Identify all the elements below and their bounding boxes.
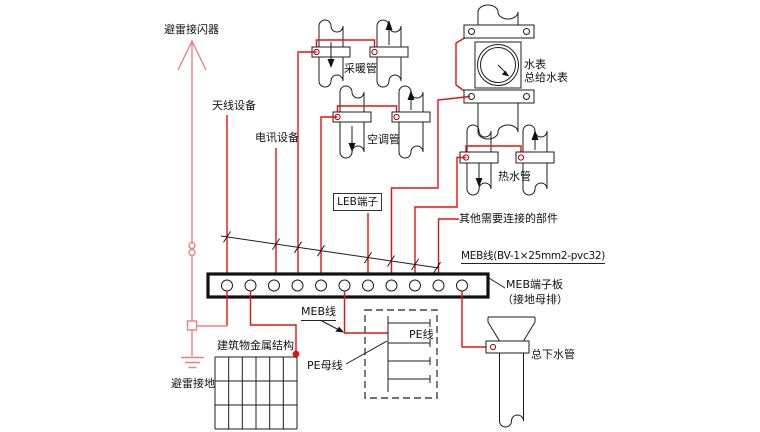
label-building-metal-structure: 建筑物金属结构 <box>217 339 294 352</box>
board-label-leader <box>488 277 506 289</box>
heating-pipes-symbol <box>297 19 409 280</box>
meb-wire-leader <box>321 320 344 333</box>
label-ac-pipe: 空调管 <box>367 133 400 146</box>
label-main-drain-pipe: 总下水管 <box>531 348 575 361</box>
ac-pipes-symbol <box>320 85 431 280</box>
label-pe-wire: PE线 <box>409 328 434 341</box>
label-other-parts: 其他需要连接的部件 <box>459 212 558 225</box>
flow-down-arrow-icon <box>348 143 356 152</box>
conductor-group-line <box>220 231 441 274</box>
flow-up-arrow-icon <box>407 90 415 100</box>
hot-water-pipes-symbol <box>414 124 555 280</box>
label-meb-wire-spec: MEB线(BV-1×25mm2-pvc32) <box>461 250 605 265</box>
below-board-wires <box>196 291 490 358</box>
label-meb-terminal-board: MEB端子板 <box>506 278 563 291</box>
terminal-circles <box>221 279 468 292</box>
label-hot-water-pipe: 热水管 <box>498 170 531 183</box>
label-meb-wire: MEB线 <box>301 305 336 321</box>
leader-arrow-icon <box>335 326 344 333</box>
drain-pipe-symbol <box>485 316 536 428</box>
flow-up-arrow-icon <box>385 20 393 30</box>
lightning-ground-symbol <box>181 356 204 369</box>
pe-busbar-leader <box>345 340 388 365</box>
label-heating-pipe: 采暖管 <box>344 62 377 75</box>
lightning-arrester-symbol <box>177 40 207 356</box>
label-pe-busbar: PE母线 <box>307 359 343 372</box>
flow-down-arrow-icon <box>327 59 335 68</box>
water-meter-symbol <box>390 4 535 280</box>
label-antenna-equipment: 天线设备 <box>212 99 256 112</box>
other-parts-wire <box>437 218 459 280</box>
label-lightning-grounding: 避雷接地 <box>171 377 215 390</box>
label-water-meter: 水表 <box>524 58 546 71</box>
label-lightning-arrester: 避雷接闪器 <box>164 23 219 36</box>
flow-down-arrow-icon <box>475 178 483 187</box>
flow-up-arrow-icon <box>531 130 539 140</box>
label-main-supply-water-meter: 总给水表 <box>524 71 568 84</box>
leb-terminal-box: LEB端子 <box>333 193 382 211</box>
label-telecom-equipment: 电讯设备 <box>255 131 299 144</box>
building-structure-grid <box>214 356 298 430</box>
label-grounding-busbar: （接地母排） <box>502 293 568 306</box>
meb-terminal-board <box>206 272 506 299</box>
structure-bond-dot <box>292 350 300 358</box>
pe-busbar-box <box>345 309 438 399</box>
